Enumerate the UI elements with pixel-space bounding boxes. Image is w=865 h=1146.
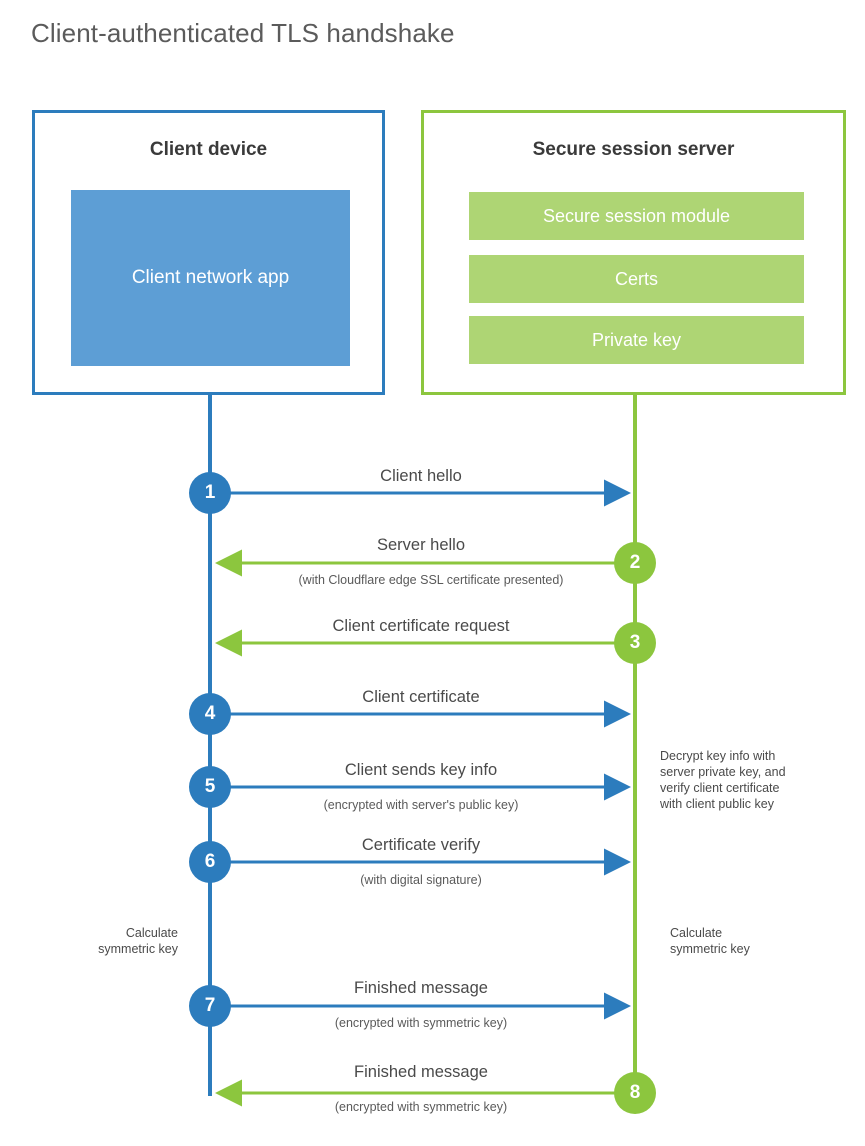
step-badge-1: 1 bbox=[189, 472, 231, 514]
server-calculate-note-line-2: symmetric key bbox=[670, 942, 750, 956]
secure-session-server-box: Secure session server Secure session mod… bbox=[421, 110, 846, 395]
message-label-3: Client certificate request bbox=[332, 617, 510, 635]
message-label-1: Client hello bbox=[380, 467, 462, 485]
message-label-8: Finished message bbox=[354, 1063, 488, 1081]
step-badge-8: 8 bbox=[614, 1072, 656, 1114]
step-badge-3: 3 bbox=[614, 622, 656, 664]
server-calculate-note-line-1: Calculate bbox=[670, 926, 723, 940]
step-badge-7: 7 bbox=[189, 985, 231, 1027]
message-sub-6: (with digital signature) bbox=[360, 873, 482, 887]
server-decrypt-note-line-1: Decrypt key info with bbox=[660, 749, 776, 763]
client-network-app-block: Client network app bbox=[71, 190, 350, 366]
message-sub-5: (encrypted with server's public key) bbox=[323, 798, 519, 812]
server-decrypt-note-line-3: verify client certificate bbox=[660, 781, 780, 795]
message-sub-7: (encrypted with symmetric key) bbox=[334, 1016, 508, 1030]
client-device-title: Client device bbox=[149, 139, 268, 160]
client-calculate-note-line-1: Calculate bbox=[125, 926, 178, 940]
message-label-2: Server hello bbox=[376, 536, 466, 554]
message-sub-2: (with Cloudflare edge SSL certificate pr… bbox=[298, 573, 564, 587]
client-calculate-note-line-2: symmetric key bbox=[98, 942, 178, 956]
message-label-4: Client certificate bbox=[362, 688, 480, 706]
step-badge-5: 5 bbox=[189, 766, 231, 808]
message-label-7: Finished message bbox=[354, 979, 488, 997]
page-title: Client-authenticated TLS handshake bbox=[31, 18, 455, 48]
client-calculate-symmetric-key-note: Calculate symmetric key bbox=[20, 925, 178, 957]
step-badge-6: 6 bbox=[189, 841, 231, 883]
server-calculate-symmetric-key-note: Calculate symmetric key bbox=[670, 925, 840, 957]
server-decrypt-note-line-4: with client public key bbox=[660, 797, 774, 811]
server-block-secure-session-module: Secure session module bbox=[469, 192, 804, 240]
server-decrypt-note-line-2: server private key, and bbox=[660, 765, 786, 779]
step-badge-4: 4 bbox=[189, 693, 231, 735]
step-badge-2: 2 bbox=[614, 542, 656, 584]
server-decrypt-note: Decrypt key info with server private key… bbox=[660, 748, 840, 812]
client-device-box: Client device Client network app bbox=[32, 110, 385, 395]
message-label-6: Certificate verify bbox=[361, 836, 481, 854]
message-sub-8: (encrypted with symmetric key) bbox=[334, 1100, 508, 1114]
message-label-5: Client sends key info bbox=[344, 761, 498, 779]
server-block-certs: Certs bbox=[469, 255, 804, 303]
server-block-private-key: Private key bbox=[469, 316, 804, 364]
secure-session-server-title: Secure session server bbox=[532, 139, 735, 160]
